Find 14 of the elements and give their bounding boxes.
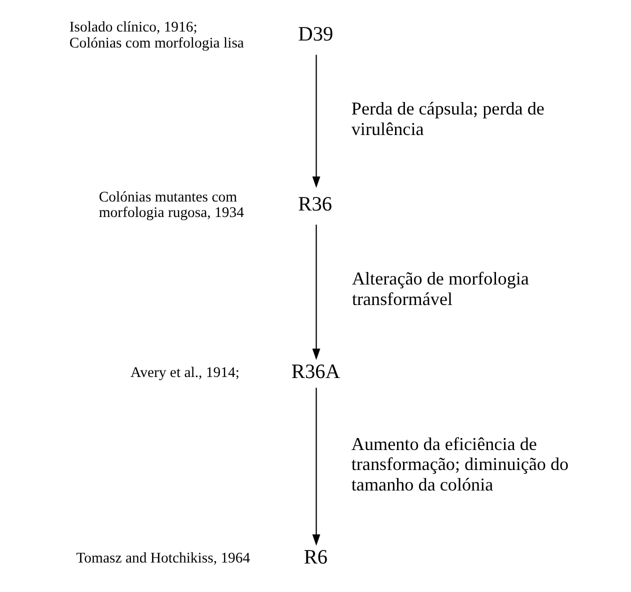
edge-label: Aumento da eficiência de transformação; diminuição do tamanho da colónia <box>350 434 568 495</box>
node-text: R6 <box>303 546 328 569</box>
node-text: D39 <box>298 24 333 46</box>
arrow <box>312 224 320 360</box>
node-label: Isolado clínico, 1916; Colónias com morfologia lisa <box>68 19 244 52</box>
node-text: R36A <box>290 360 340 383</box>
edge-label: Alteração de morfologia transformável <box>351 268 528 309</box>
edge-label: Perda de cápsula; perda de virulência <box>350 98 544 139</box>
node-label: Colónias mutantes com morfologia rugosa, 1934 <box>98 189 244 222</box>
node-label: Tomasz and Hotchikiss, 1964 <box>76 550 250 567</box>
arrow <box>312 54 320 188</box>
node-text: R36 <box>298 193 332 216</box>
node-label: Avery et al., 1914; <box>130 364 239 381</box>
arrow <box>312 388 320 546</box>
